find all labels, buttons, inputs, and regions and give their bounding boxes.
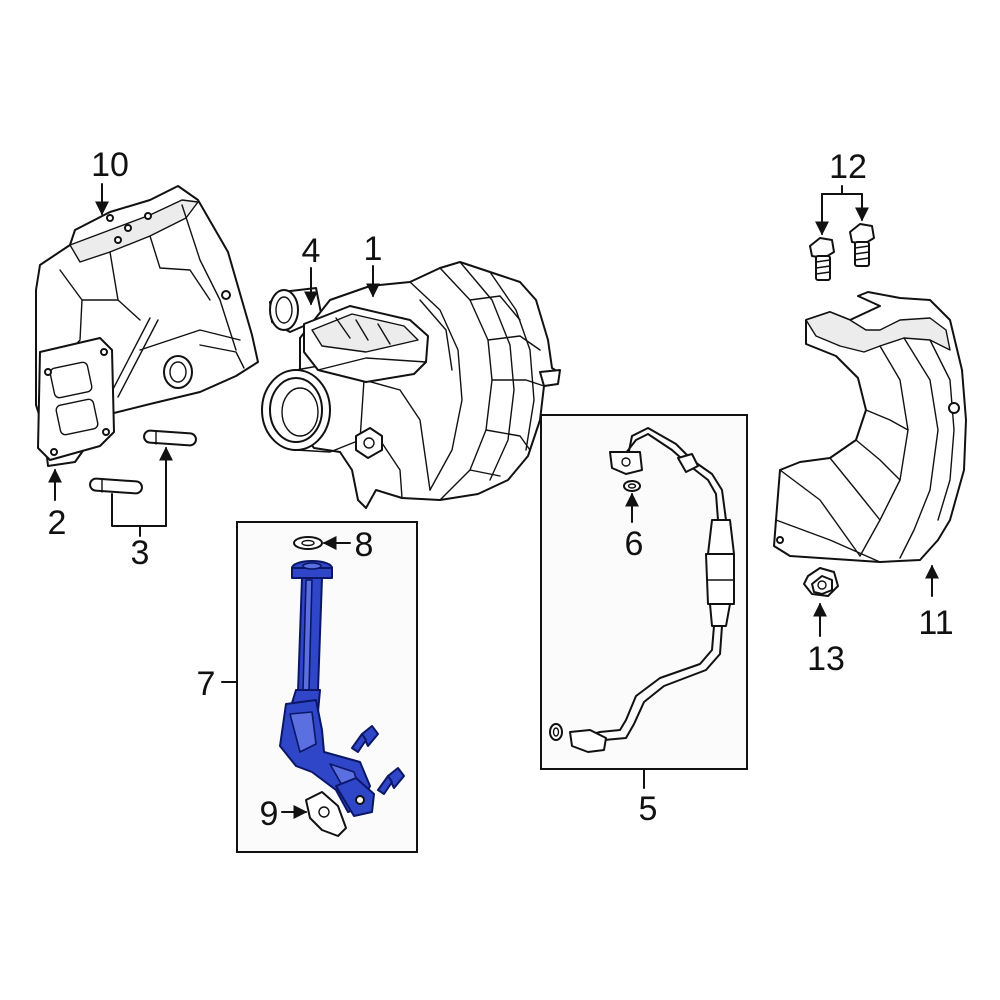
dowel-pins[interactable] <box>89 429 197 495</box>
callout-7: 7 <box>197 665 216 703</box>
bolts-12[interactable] <box>809 223 875 281</box>
callout-1: 1 <box>364 230 383 268</box>
gasket-9[interactable] <box>305 791 347 837</box>
callout-2: 2 <box>48 504 67 542</box>
oil-return-line[interactable] <box>549 427 735 753</box>
callout-4: 4 <box>302 232 321 270</box>
callout-3: 3 <box>131 534 150 572</box>
turbocharger[interactable] <box>261 261 561 509</box>
flange-nut-13[interactable] <box>803 567 839 597</box>
washer-6[interactable] <box>623 480 641 492</box>
callout-9: 9 <box>260 795 279 833</box>
callout-10: 10 <box>91 146 129 184</box>
callout-8: 8 <box>355 526 374 564</box>
callout-5: 5 <box>639 790 658 828</box>
callout-12: 12 <box>829 148 867 186</box>
leader-lines <box>48 183 939 819</box>
callout-11: 11 <box>918 604 953 642</box>
heat-shield-right[interactable] <box>773 291 967 563</box>
callout-13: 13 <box>807 640 845 678</box>
callout-6: 6 <box>625 525 644 563</box>
washer-8[interactable] <box>293 536 323 550</box>
oil-feed-tube[interactable] <box>279 560 375 817</box>
banjo-bolts[interactable] <box>351 725 405 795</box>
heat-shield-left[interactable] <box>35 185 259 467</box>
